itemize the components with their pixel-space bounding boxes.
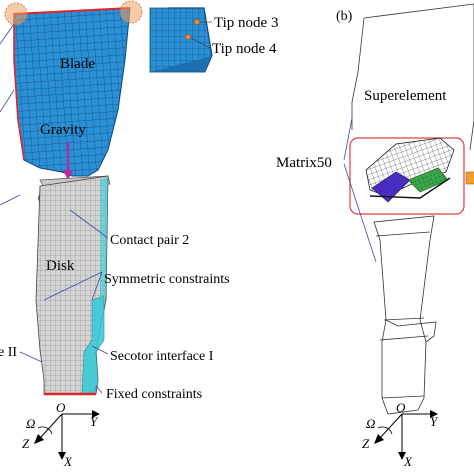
label-sector-interface-2: e II <box>0 345 17 360</box>
leader-matrix-2 <box>343 163 377 263</box>
leader-symmetric-2 <box>91 271 103 301</box>
label-sector-interface-1: Secotor interface I <box>110 349 214 364</box>
tip-node-3-marker <box>194 19 200 25</box>
sector-interface-1-face <box>81 295 105 395</box>
axis-a-y: Y <box>90 414 99 429</box>
blade-side-constraint <box>13 14 25 161</box>
axis-a-origin: O <box>56 400 66 415</box>
panel-b: (b) Superelement Matrix50 <box>276 3 474 469</box>
label-fixed-constraints: Fixed constraints <box>106 387 202 402</box>
disk-wireframe <box>373 215 435 415</box>
blade-edge-constraint <box>13 7 131 15</box>
axis-b-z: Z <box>362 436 370 451</box>
leader-interface-2 <box>19 351 43 363</box>
blade-mesh <box>13 7 131 177</box>
callout-line-left-2 <box>0 89 15 113</box>
label-contact-pair-2: Contact pair 2 <box>110 233 189 248</box>
tip-node-circle-right <box>119 0 143 24</box>
gravity-arrowhead <box>63 170 73 180</box>
callout-line-left-3 <box>0 194 21 206</box>
axes-a: O Y X Z Ω <box>22 400 100 469</box>
superelement-outline-right <box>469 4 474 151</box>
panel-a: Blade Gravity Tip node 3 Tip node 4 Cont… <box>0 0 278 469</box>
label-blade: Blade <box>60 56 95 72</box>
superelement-dark-edge <box>369 177 451 199</box>
leader-symmetric-1 <box>43 271 103 301</box>
label-superelement: Superelement <box>364 88 447 104</box>
label-symmetric-constraints: Symmetric constraints <box>104 272 230 287</box>
label-gravity: Gravity <box>40 122 86 138</box>
label-disk: Disk <box>46 258 75 274</box>
axis-a-x: X <box>63 454 73 469</box>
disk-wireframe-step <box>385 319 437 343</box>
sector-interface-strip <box>100 176 108 300</box>
axis-b-omega: Ω <box>366 416 375 431</box>
tip-inset <box>149 7 213 73</box>
axis-a-omega: Ω <box>26 416 35 431</box>
disk-wireframe-inner <box>375 231 431 399</box>
orange-marker <box>465 171 474 185</box>
panel-b-tag: (b) <box>336 9 353 24</box>
tip-node-circle-left <box>4 2 28 26</box>
leader-interface-1 <box>91 345 109 355</box>
leader-contact <box>69 209 109 239</box>
axis-b-y: Y <box>430 414 439 429</box>
superelement-callout-box <box>349 137 465 215</box>
superelement-outline <box>351 3 474 130</box>
label-tip-node-3: Tip node 3 <box>214 15 278 31</box>
tip-node-4-marker <box>185 34 191 40</box>
label-matrix50: Matrix50 <box>276 155 332 171</box>
axes-b: O Y X Z Ω <box>362 400 439 469</box>
callout-line-left-1 <box>0 23 15 45</box>
axis-b-origin: O <box>396 400 406 415</box>
leader-matrix-1 <box>343 117 353 161</box>
leader-fixed <box>95 385 103 394</box>
axis-b-x: X <box>403 454 413 469</box>
label-tip-node-4: Tip node 4 <box>212 41 277 57</box>
axis-a-z: Z <box>22 436 30 451</box>
